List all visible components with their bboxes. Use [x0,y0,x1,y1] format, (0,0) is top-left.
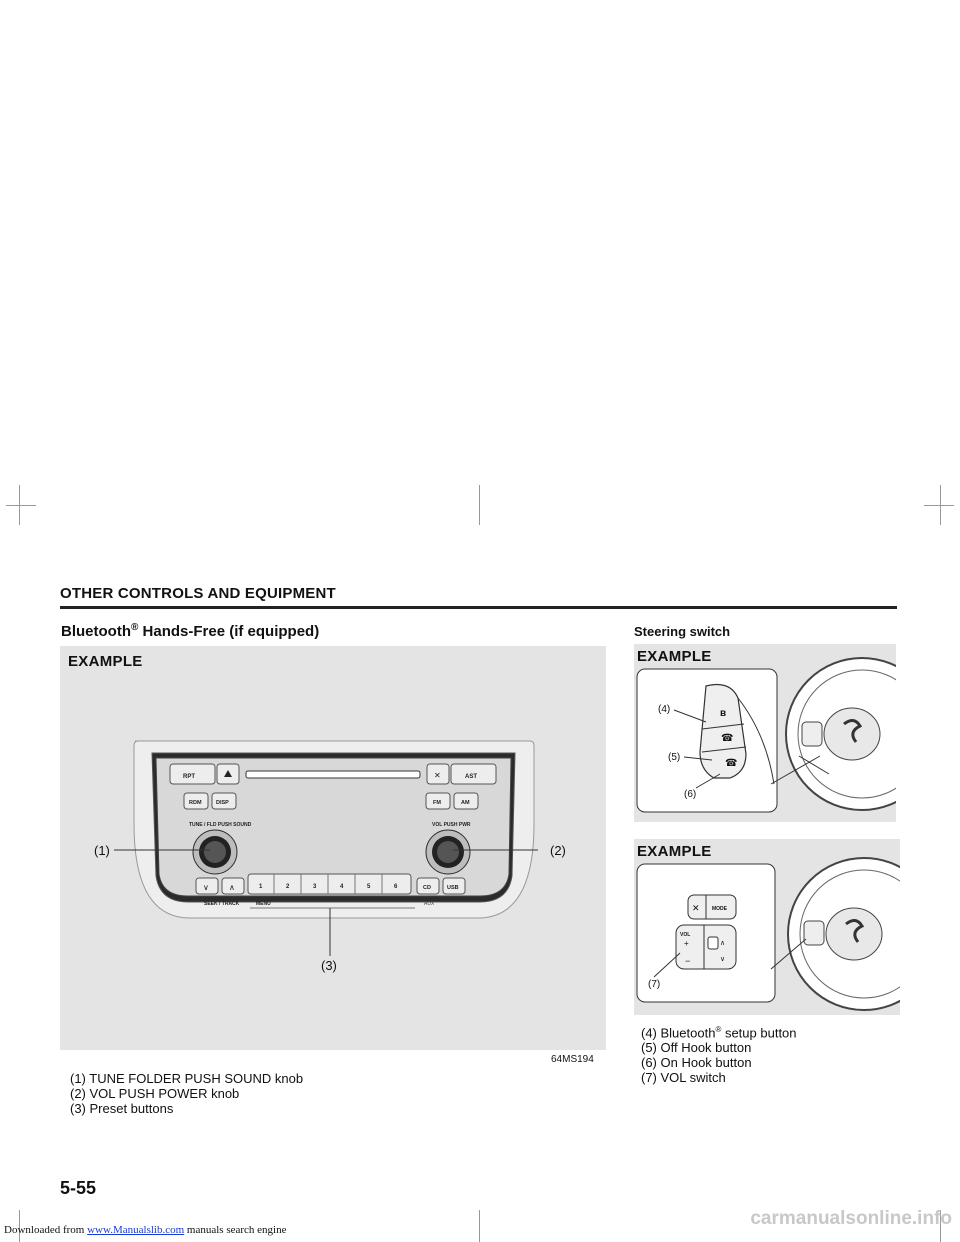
preset-button: 3 [313,884,317,890]
page-header-title: OTHER CONTROLS AND EQUIPMENT [60,585,336,602]
legend-item-5: (5) Off Hook button [641,1040,752,1056]
mute-icon: ✕ [434,771,441,780]
legend-item-1: (1) TUNE FOLDER PUSH SOUND knob [70,1071,304,1086]
aux-label: AUX [424,901,435,907]
legend-item-6: (6) On Hook button [641,1055,752,1071]
vol-up-icon: + [684,939,689,948]
legend-item-4: (4) Bluetooth® setup button [641,1025,797,1041]
audio-unit-illustration [114,740,538,956]
callout-7: (7) [648,979,660,990]
cd-button: CD [423,885,431,891]
section-title: Bluetooth® Hands-Free (if equipped) [61,622,320,640]
vol-down-icon: − [685,956,690,966]
manualslib-link[interactable]: www.Manualslib.com [87,1224,185,1236]
audio-legend: (1) TUNE FOLDER PUSH SOUND knob (2) VOL … [70,1071,303,1116]
crop-mark [19,1210,20,1242]
subsection-title: Steering switch [634,624,731,639]
seek-up-icon: ∧ [229,883,235,892]
preset-button: 1 [259,884,263,890]
ast-button: AST [465,774,477,780]
rdm-button: RDM [189,800,202,806]
callout-3: (3) [321,958,337,973]
header-rule [60,606,897,609]
figure-code: 64MS194 [551,1054,594,1065]
vol-label: VOL [680,932,690,938]
example-label: EXAMPLE [637,843,712,860]
callout-6: (6) [684,789,696,800]
seek-down-icon: ∨ [203,883,209,892]
crop-mark [924,505,954,506]
on-hook-icon: ☎ [725,758,737,769]
fm-button: FM [433,800,441,806]
eject-icon [224,770,232,777]
audio-unit-labels: RPT ✕ AST RDM DISP FM AM TUNE / FLD PUSH… [94,770,566,973]
preset-button: 4 [340,884,344,890]
usb-button: USB [447,885,459,891]
crop-mark [479,1210,480,1242]
legend-item-2: (2) VOL PUSH POWER knob [70,1086,240,1101]
steering-figure-1-panel: EXAMPLE ʙ ☎ ☎ (4) (5) (6) [634,644,896,822]
rpt-button: RPT [183,774,195,780]
example-label: EXAMPLE [637,648,712,665]
vol-label: VOL PUSH PWR [432,822,471,828]
audio-figure-panel: EXAMPLE 64MS194 [60,646,606,1065]
off-hook-icon: ☎ [721,733,733,744]
chevron-up-icon: ∧ [720,940,725,947]
tune-label: TUNE / FLD PUSH SOUND [189,822,252,828]
chevron-down-icon: ∨ [720,956,725,963]
steering-switch-illustration-1: ʙ ☎ ☎ (4) (5) (6) [636,657,896,813]
callout-2: (2) [550,843,566,858]
crop-mark [6,505,36,506]
watermark: carmanualsonline.info [750,1208,952,1229]
mute-icon: ✕ [692,903,700,913]
download-note: Downloaded from www.Manualslib.com manua… [4,1224,287,1236]
steering-switch-illustration-2: ✕ MODE VOL + − ∧ ∨ (7) [636,857,900,1011]
callout-1: (1) [94,843,110,858]
steering-figure-2-panel: EXAMPLE ✕ MODE VOL + − ∧ ∨ (7) [634,839,900,1015]
steering-legend: (4) Bluetooth® setup button (5) Off Hook… [641,1022,797,1085]
callout-5: (5) [668,752,680,763]
page-number: 5-55 [60,1178,97,1198]
crop-mark [940,1210,941,1242]
crop-mark [479,485,480,525]
preset-button: 6 [394,884,398,890]
callout-4: (4) [658,704,670,715]
mode-button: MODE [712,906,728,912]
preset-button: 2 [286,884,290,890]
seek-label: SEEK / TRACK [204,901,240,907]
disp-button: DISP [216,800,229,806]
legend-item-3: (3) Preset buttons [70,1101,174,1116]
preset-button: 5 [367,884,371,890]
legend-item-7: (7) VOL switch [641,1070,726,1086]
example-label: EXAMPLE [68,653,143,670]
menu-label: MENU [256,901,271,907]
bluetooth-icon: ʙ [720,708,726,719]
am-button: AM [461,800,470,806]
